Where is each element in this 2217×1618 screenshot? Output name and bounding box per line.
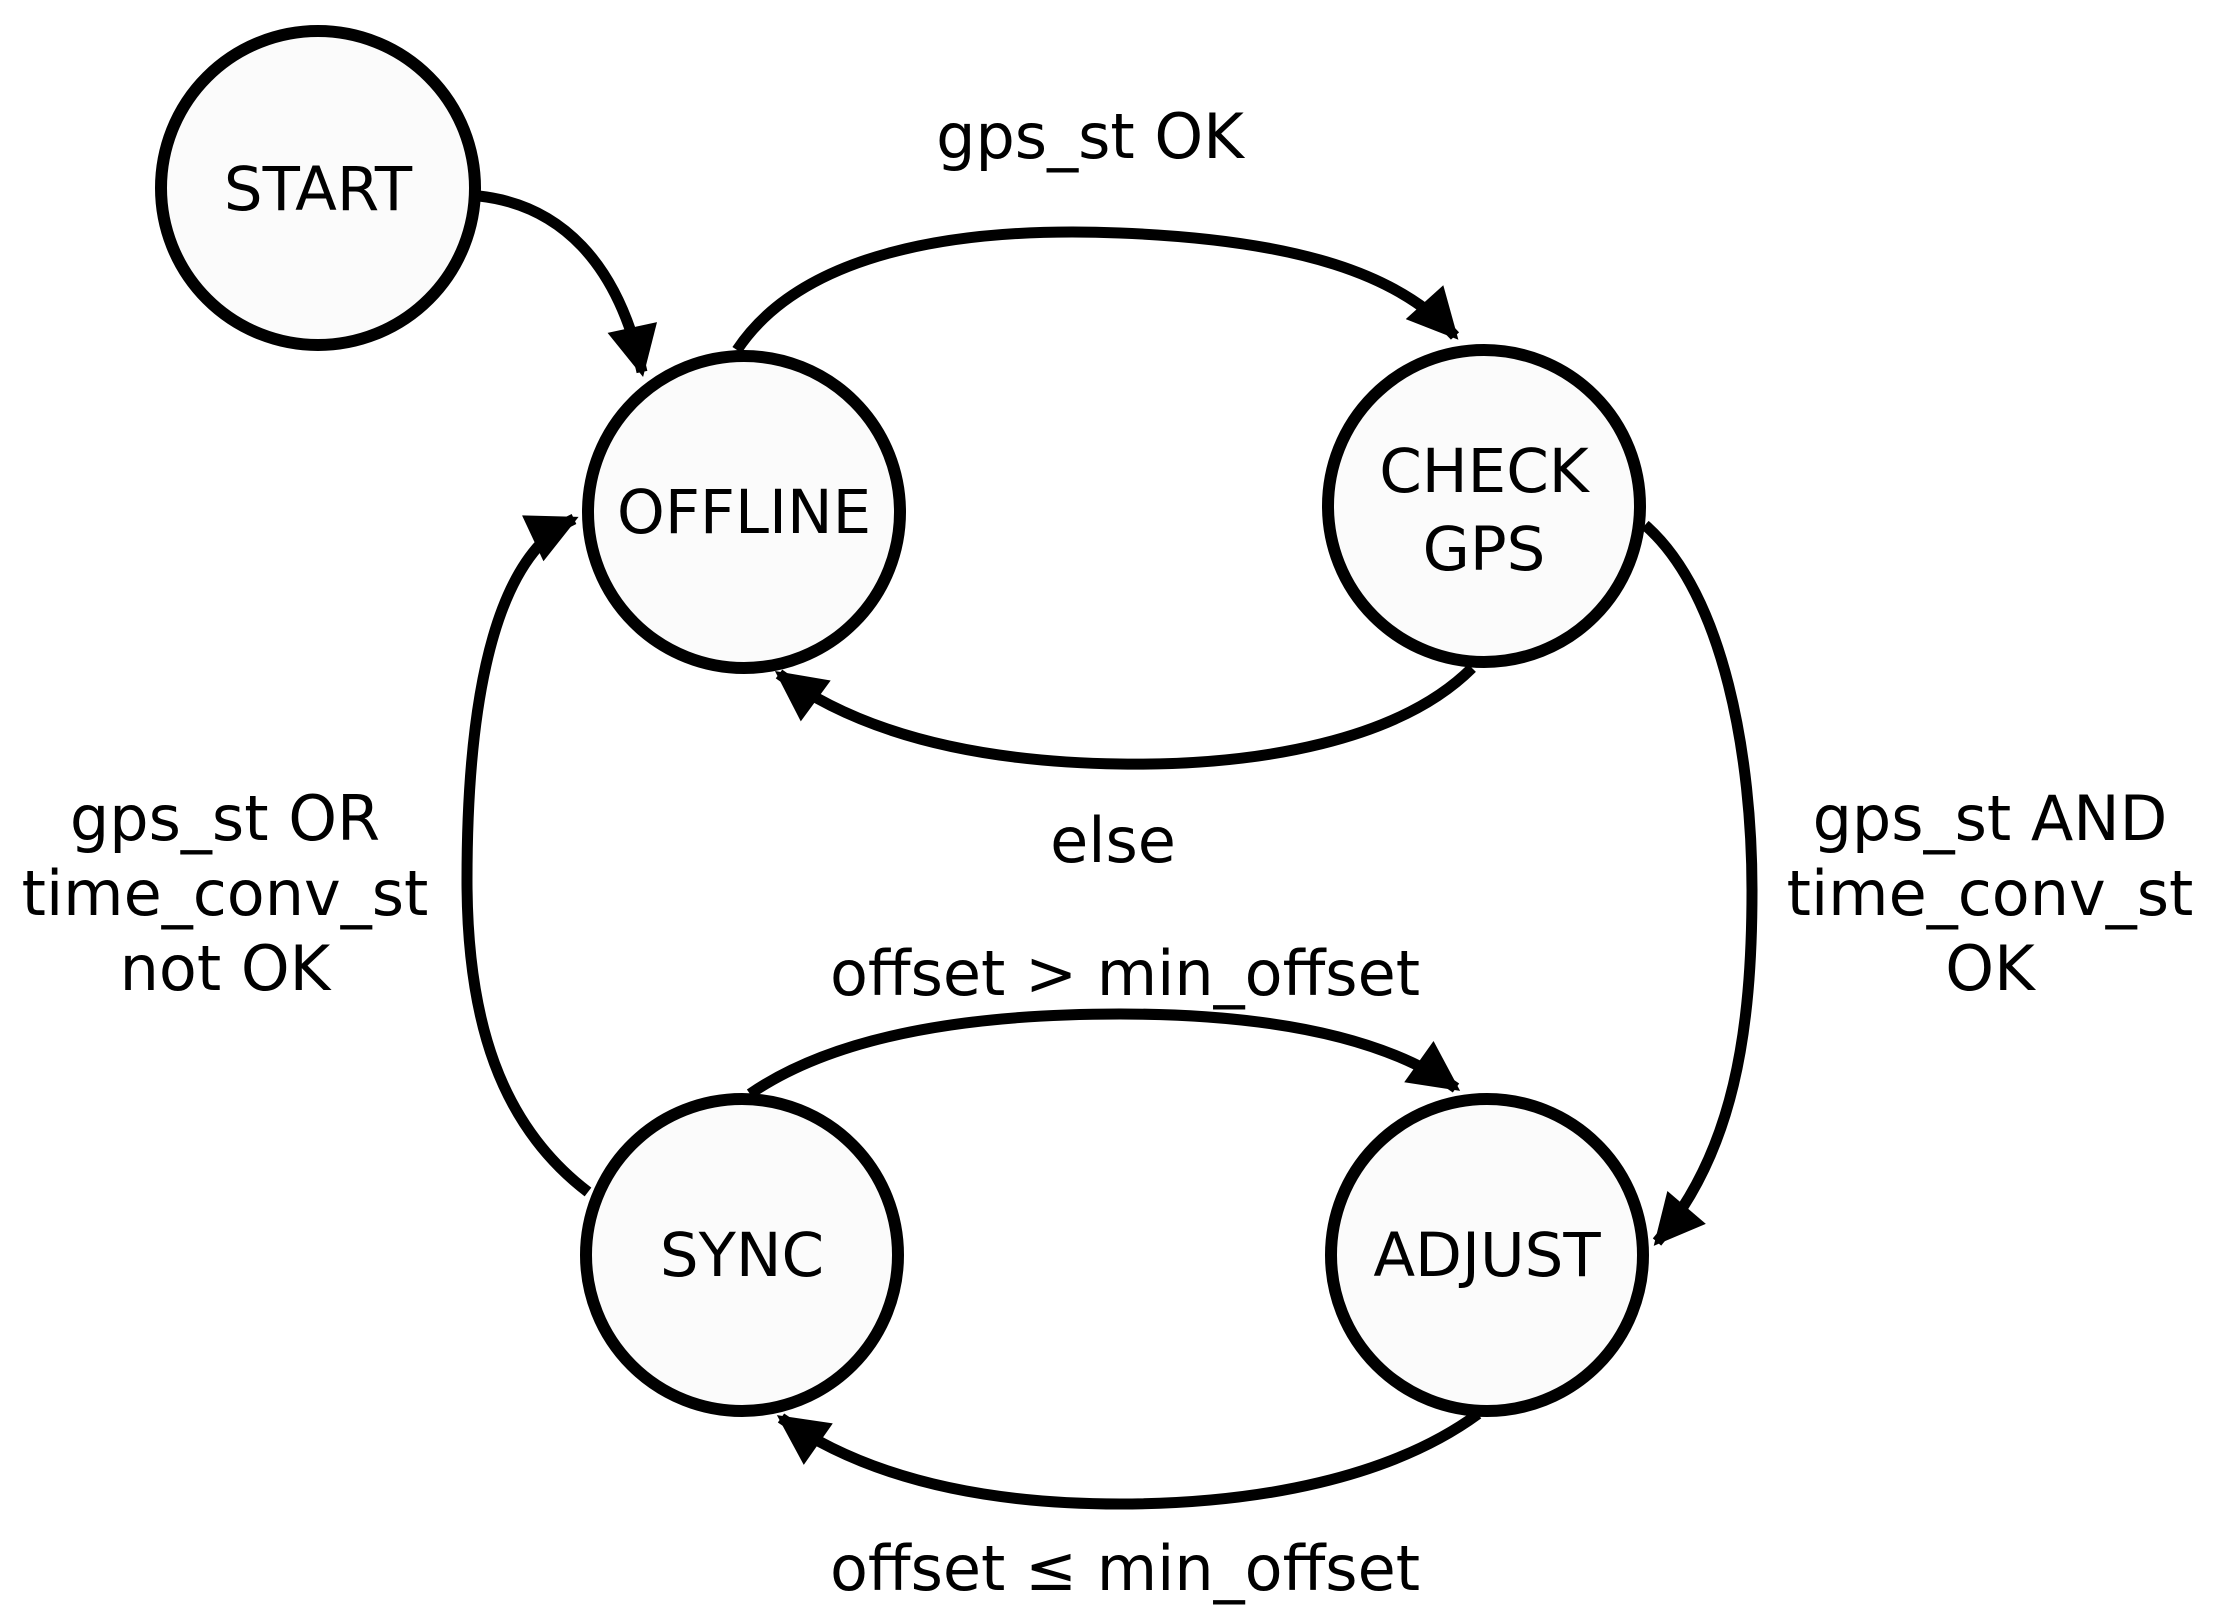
label-gps-st-and-line1: gps_st AND (1813, 782, 2168, 855)
label-gps-st-or-line2: time_conv_st (22, 857, 429, 930)
transitions (461, 190, 1758, 1510)
state-start: START (155, 25, 481, 351)
state-adjust-label: ADJUST (1373, 1220, 1601, 1291)
state-sync-label: SYNC (660, 1220, 824, 1291)
transition-start-to-offline (478, 190, 657, 377)
transition-sync-to-offline (461, 514, 592, 1197)
label-gps-st-or-line3: not OK (120, 932, 332, 1005)
label-gps-st-and-line2: time_conv_st (1787, 857, 2194, 930)
state-start-label: START (224, 154, 413, 225)
state-sync: SYNC (580, 1093, 904, 1417)
transition-offline-to-check-gps (732, 226, 1460, 354)
states: START OFFLINE CHECK GPS SYNC ADJUST (155, 25, 1649, 1417)
transition-check-gps-to-offline (774, 664, 1476, 770)
state-adjust: ADJUST (1325, 1093, 1649, 1417)
state-check-gps-label-line1: CHECK (1379, 436, 1591, 507)
transition-check-gps-to-adjust (1641, 520, 1758, 1246)
label-offset-gt-min-offset: offset > min_offset (830, 937, 1420, 1010)
label-gps-st-and-line3: OK (1945, 932, 2036, 1005)
state-offline-circle (582, 350, 906, 674)
label-gps-st-or-line1: gps_st OR (70, 782, 380, 855)
label-gps-st-ok: gps_st OK (936, 100, 1245, 173)
label-offset-le-min-offset: offset ≤ min_offset (830, 1532, 1420, 1605)
state-check-gps: CHECK GPS (1322, 344, 1646, 668)
state-adjust-circle (1325, 1093, 1649, 1417)
transition-labels: gps_st OK else gps_st AND time_conv_st O… (22, 100, 2194, 1605)
transition-sync-to-adjust (746, 1008, 1461, 1099)
state-start-circle (155, 25, 481, 351)
state-check-gps-circle (1322, 344, 1646, 668)
state-offline: OFFLINE (582, 350, 906, 674)
label-else: else (1050, 804, 1176, 877)
state-check-gps-label-line2: GPS (1423, 514, 1546, 585)
state-sync-circle (580, 1093, 904, 1417)
state-offline-label: OFFLINE (617, 477, 871, 548)
transition-adjust-to-sync (776, 1409, 1482, 1510)
